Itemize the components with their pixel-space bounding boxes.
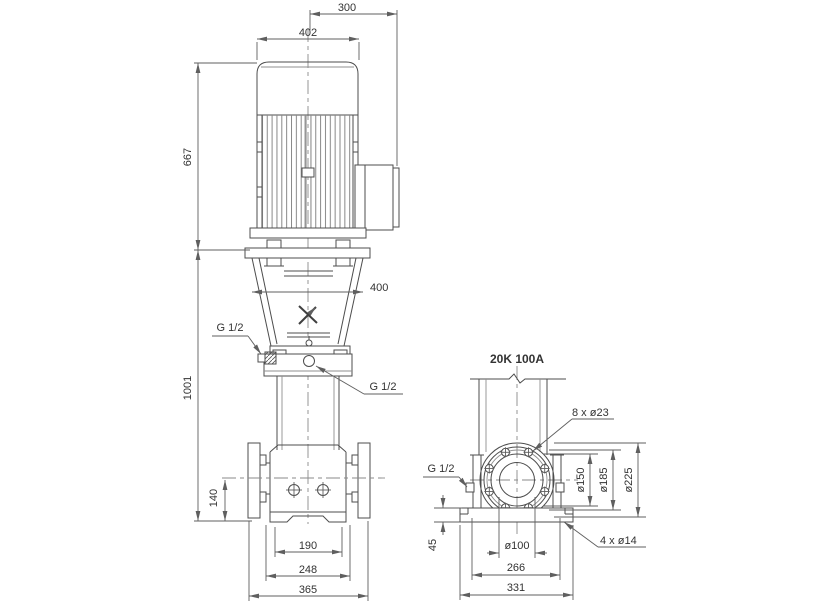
stool-bolt-left — [266, 257, 282, 267]
g-half-center-label: G 1/2 — [370, 381, 397, 393]
vent-plug-hole — [303, 355, 315, 367]
dim-225-label: ø225 — [623, 467, 635, 492]
g-half-plug-front — [257, 351, 277, 365]
g-half-left-label: G 1/2 — [217, 322, 244, 334]
dim-100-label: ø100 — [504, 540, 529, 552]
motor-bolt-left — [266, 239, 282, 249]
suction-flange — [247, 442, 261, 519]
coupling-cross — [298, 305, 318, 324]
flange-holes-label: 8 x ø23 — [572, 407, 609, 419]
flange-designation-title: 20K 100A — [490, 352, 544, 366]
coupling-arrow — [298, 306, 317, 325]
g-half-side-label: G 1/2 — [428, 463, 455, 475]
front-view-dimensions: 300 402 667 1001 400 G 1/2 G 1/2 140 190 — [182, 2, 403, 601]
stool-bolt-right — [335, 257, 351, 267]
break-line — [470, 373, 566, 384]
side-view — [459, 366, 578, 534]
terminal-box-lid — [392, 167, 400, 228]
base-foot-plate — [459, 507, 574, 523]
dim-667-label: 667 — [182, 148, 194, 166]
foot-holes-label: 4 x ø14 — [600, 535, 637, 547]
side-view-dimensions: 20K 100A 8 x ø23 G 1/2 ø150 ø185 ø225 45 — [423, 352, 646, 600]
dim-185-label: ø185 — [598, 467, 610, 492]
dim-400-label: 400 — [370, 282, 388, 294]
stool-center-plug — [305, 339, 313, 347]
motor-bolt-right — [335, 239, 351, 249]
terminal-box — [354, 164, 394, 231]
dim-190-label: 190 — [299, 540, 317, 552]
g-half-plug-side-right — [555, 482, 565, 493]
motor-end-shield — [249, 227, 367, 239]
motor-stool-flange — [244, 247, 371, 259]
dim-402-label: 402 — [299, 27, 317, 39]
dim-45-label: 45 — [427, 539, 439, 551]
pump-base — [222, 442, 385, 523]
dim-248-label: 248 — [299, 564, 317, 576]
dim-140-label: 140 — [208, 489, 220, 507]
motor-cap — [256, 61, 359, 115]
discharge-flange — [357, 442, 371, 519]
dim-331-label: 331 — [507, 582, 525, 594]
g-half-plug-side-left — [465, 482, 475, 493]
dim-1001-label: 1001 — [182, 376, 194, 400]
front-view — [222, 28, 400, 524]
dim-266-label: 266 — [507, 562, 525, 574]
dim-150-label: ø150 — [575, 467, 587, 492]
motor-lifting-boss — [301, 167, 315, 178]
dim-300-label: 300 — [338, 2, 356, 14]
dim-365-label: 365 — [299, 584, 317, 596]
